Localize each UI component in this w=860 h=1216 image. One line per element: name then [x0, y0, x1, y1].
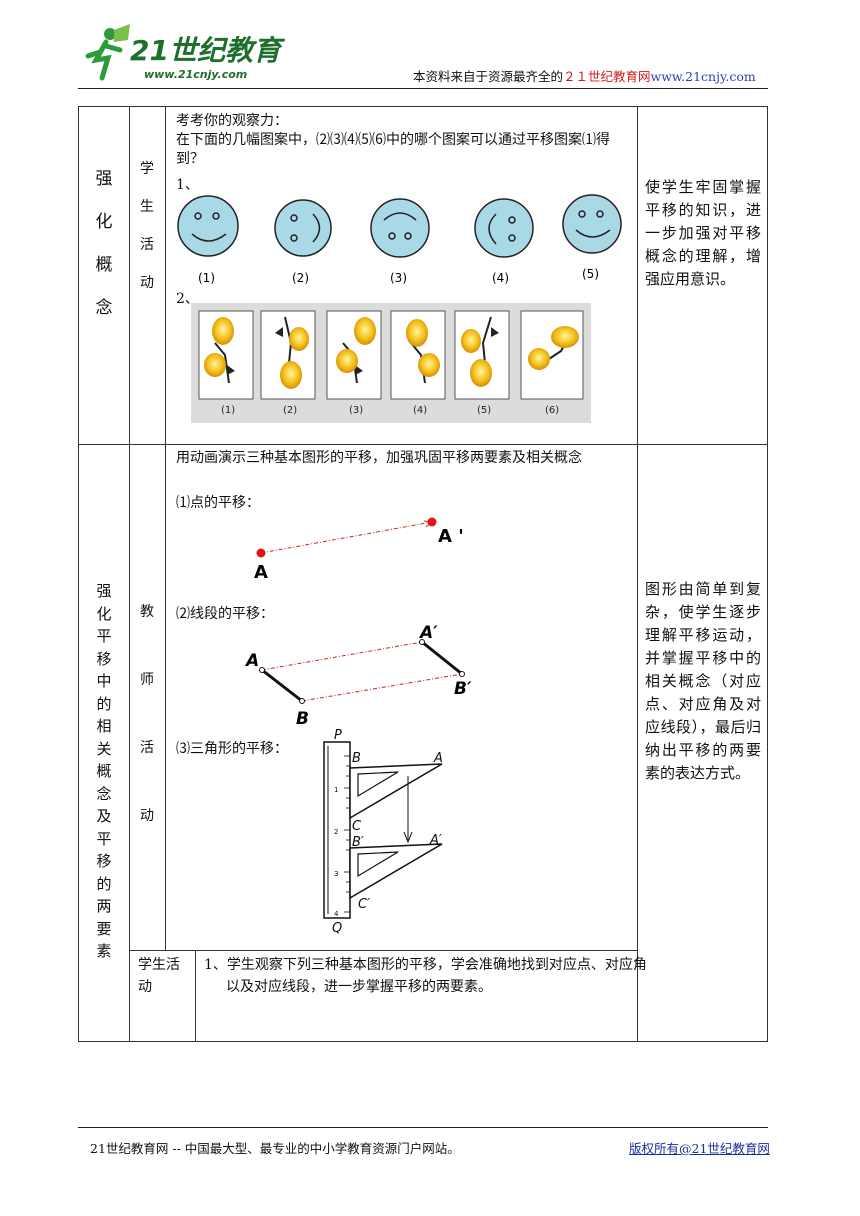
tri-label-c-prime: C′ [358, 897, 370, 912]
triangle-abc [349, 763, 443, 820]
tri-label-b: B [352, 751, 361, 766]
q1-label: 1、 [176, 177, 199, 193]
triangle-translation-figure: 1 2 3 4 P B A C B′ A′ C′ Q [323, 728, 443, 936]
col-divider-1 [129, 106, 130, 1042]
point-a [256, 548, 266, 558]
point-a-prime [427, 517, 437, 527]
point-translation-figure: A A ' [254, 517, 464, 583]
face-1 [177, 195, 239, 257]
header-note-brand: ２１世纪教育网 [563, 69, 651, 84]
segment-ab-prime [421, 640, 463, 676]
row1-question: 在下面的几幅图案中，⑵⑶⑷⑸⑹中的哪个图案可以通过平移图案⑴得到？ [176, 132, 610, 167]
face-label-3: (3) [390, 271, 407, 285]
segment-translation-figure: A B A′ B′ [244, 623, 472, 729]
segment-ab [261, 668, 303, 703]
footer-divider [78, 1127, 768, 1128]
header-note: 本资料来自于资源最齐全的２１世纪教育网www.21cnjy.com [413, 66, 756, 85]
flower-panel-5 [454, 310, 510, 400]
face-label-1: (1) [198, 271, 215, 285]
header-note-url[interactable]: www.21cnjy.com [650, 69, 756, 84]
table-outer [78, 106, 768, 1042]
flower-label-5: (5) [477, 405, 491, 416]
tri-label-a-prime: A′ [429, 833, 442, 848]
flower-panel-2 [260, 310, 316, 400]
logo-url: www.21cnjy.com [144, 68, 247, 81]
footer-copyright-link[interactable]: 版权所有@21世纪教育网 [629, 1141, 770, 1156]
runner-icon [85, 24, 130, 81]
face-5 [562, 194, 622, 254]
label-a: A [254, 562, 268, 583]
face-4 [474, 198, 534, 258]
col-divider-2-row1 [165, 106, 166, 444]
faces-figure: (1) (2) (3) (4) (5) [177, 194, 622, 285]
flower-label-1: (1) [221, 405, 235, 416]
tri-label-c: C [352, 819, 362, 834]
flower-panel-1 [198, 310, 254, 400]
row1-note: 使学生牢固掌握平移的知识，进一步加强对平移概念的理解，增强应用意识。 [645, 178, 761, 288]
row1-activity: 学 生 活 动 [140, 161, 154, 291]
row-divider [78, 444, 768, 445]
face-3 [370, 198, 430, 258]
ruler: 1 2 3 4 [323, 741, 351, 919]
flowers-figure: (1) (2) (3) (4) (5) (6) [191, 303, 591, 423]
row2-note: 图形由简单到复杂，使学生逐步理解平移运动，并掌握平移中的相关概念（对应点、对应角… [645, 580, 761, 782]
label-a-prime: A ' [438, 526, 464, 547]
student-activity-text: 1、学生观察下列三种基本图形的平移，学会准确地找到对应点、对应角以及对应线段，进… [204, 957, 647, 995]
row2-section: 强 化 平 移 中 的 相 关 概 念 及 平 移 的 两 要 素 [96, 582, 112, 960]
ruler-tick-2: 2 [334, 828, 338, 836]
row2-intro: 用动画演示三种基本图形的平移，加强巩固平移两要素及相关概念 [176, 450, 582, 466]
seg-label-a-prime: A′ [418, 623, 438, 643]
site-logo: 21世纪教育 www.21cnjy.com [85, 24, 286, 81]
header-divider [78, 88, 768, 89]
ruler-tick-1: 1 [334, 786, 338, 794]
row2-activity: 教 师 活 动 [140, 604, 154, 824]
flower-panel-6 [520, 310, 584, 400]
col-divider-3 [637, 106, 638, 1042]
logo-text: 21世纪教育 [130, 34, 286, 67]
seg-label-a: A [244, 651, 259, 671]
tri-label-b-prime: B′ [352, 835, 364, 850]
face-label-5: (5) [582, 267, 599, 281]
flower-label-6: (6) [545, 405, 559, 416]
face-2 [274, 199, 332, 257]
face-label-2: (2) [292, 271, 309, 285]
col-divider-2-row2 [165, 444, 166, 950]
flower-panel-3 [326, 310, 382, 400]
student-activity-label: 学生活动 [138, 957, 180, 995]
row1-heading: 考考你的观察力： [176, 113, 288, 129]
ruler-tick-3: 3 [334, 870, 338, 878]
student-row-top [129, 950, 637, 951]
tri-label-q: Q [332, 921, 342, 936]
ruler-tick-4: 4 [334, 910, 339, 918]
seg-label-b-prime: B′ [454, 679, 472, 699]
triangle-abc-prime [349, 843, 443, 900]
segment-translation-title: ⑵线段的平移： [176, 606, 274, 622]
seg-label-b: B [296, 709, 309, 729]
point-translation-title: ⑴点的平移： [176, 495, 260, 511]
flower-label-3: (3) [349, 405, 363, 416]
flower-label-2: (2) [283, 405, 297, 416]
footer-left: 21世纪教育网 -- 中国最大型、最专业的中小学教育资源门户网站。 [90, 1141, 460, 1156]
flower-label-4: (4) [413, 405, 427, 416]
face-label-4: (4) [492, 271, 509, 285]
tri-label-p: P [334, 728, 342, 743]
triangle-translation-title: ⑶三角形的平移： [176, 741, 288, 757]
tri-label-a: A [433, 751, 443, 766]
row1-section: 强 化 概 念 [95, 169, 113, 318]
student-row-divider [195, 950, 196, 1042]
flower-panel-4 [390, 310, 446, 400]
header-note-prefix: 本资料来自于资源最齐全的 [413, 69, 564, 84]
